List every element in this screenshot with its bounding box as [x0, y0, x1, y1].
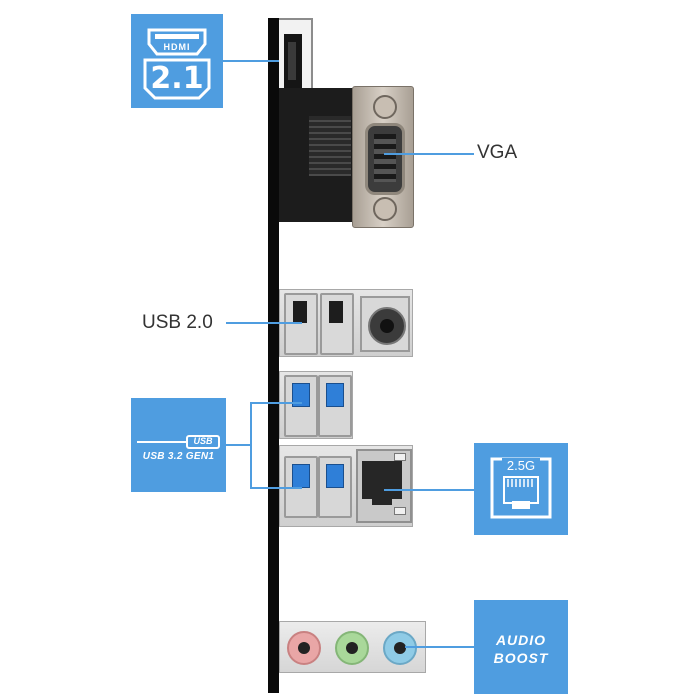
audio-callout-line: [405, 646, 474, 648]
usb3-bracket-top: [250, 402, 302, 404]
audio-boost-line2: BOOST: [493, 650, 549, 666]
hdmi-version-text: 2.1: [150, 61, 204, 96]
usb2-label: USB 2.0: [142, 312, 213, 333]
usb3-badge-line2: USB 3.2 GEN1: [142, 451, 215, 462]
usb3-bracket-vertical: [250, 402, 252, 488]
lan-badge-text: 2.5G: [502, 458, 540, 473]
audio-jack-pink: [287, 631, 321, 665]
audio-jack-green: [335, 631, 369, 665]
usb2-port-2: [320, 293, 354, 355]
usb-3-2-gen1-icon: [137, 435, 220, 449]
hdmi-badge: HDMI 2.1: [131, 14, 223, 108]
usb2-port-1: [284, 293, 318, 355]
lan-port: [356, 449, 412, 523]
usb3-badge-line1: USB: [193, 436, 213, 446]
vga-bracket: [279, 88, 359, 222]
usb3-port-2: [318, 375, 352, 437]
usb2-callout-line: [226, 322, 302, 324]
hdmi-2-1-icon: [143, 28, 211, 100]
usb3-port-1: [284, 375, 318, 437]
audio-boost-line1: AUDIO: [495, 632, 547, 648]
lan-callout-line: [384, 489, 474, 491]
vga-callout-line: [384, 153, 474, 155]
ethernet-2-5g-icon: [490, 457, 552, 519]
usb3-bracket-bottom: [250, 487, 302, 489]
usb3-port-4: [318, 456, 352, 518]
audio-boost-badge: AUDIO BOOST: [474, 600, 568, 694]
hdmi-badge-text: HDMI: [163, 42, 191, 52]
io-shield-bar: [268, 18, 279, 693]
usb3-callout-line: [226, 444, 251, 446]
hdmi-callout-line: [223, 60, 283, 62]
audio-jack-blue: [383, 631, 417, 665]
lan-badge: 2.5G: [474, 443, 568, 535]
vga-label: VGA: [477, 142, 518, 163]
ps2-port: [360, 296, 410, 352]
vga-port: [352, 86, 414, 228]
usb3-badge: USB USB 3.2 GEN1: [131, 398, 226, 492]
